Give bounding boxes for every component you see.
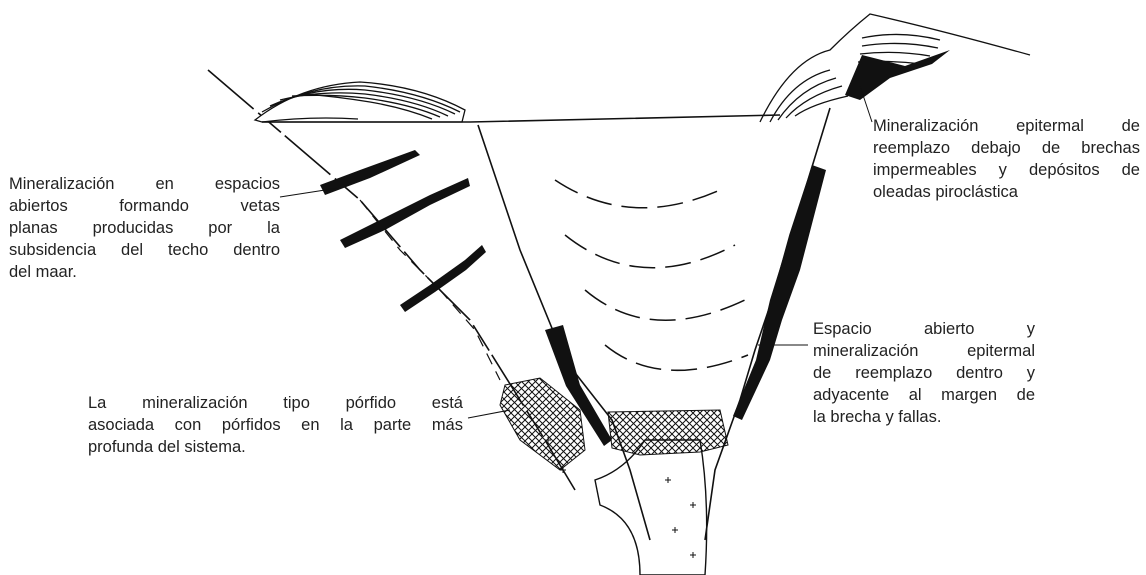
caption-epithermal: Mineralización epitermal de reemplazo de… bbox=[873, 115, 1140, 203]
caption-open-space: Espacio abierto y mineralización epiterm… bbox=[813, 318, 1035, 428]
subsidence-arcs bbox=[555, 180, 748, 370]
caption-porphyry: La mineralización tipo pórfido está asoc… bbox=[88, 392, 463, 458]
caption-line: mineralización epitermal bbox=[813, 340, 1035, 362]
caption-line: Espacio abierto y bbox=[813, 318, 1035, 340]
porphyry-stock bbox=[595, 440, 707, 575]
caption-line: subsidencia del techo dentro bbox=[9, 239, 280, 261]
caption-line: asociada con pórfidos en la parte más bbox=[88, 414, 463, 436]
caption-line: del maar. bbox=[9, 261, 280, 283]
caption-line: de reemplazo dentro y bbox=[813, 362, 1035, 384]
caption-line: profunda del sistema. bbox=[88, 436, 463, 458]
caption-line: reemplazo debajo de brechas bbox=[873, 137, 1140, 159]
caption-line: planas producidas por la bbox=[9, 217, 280, 239]
left-rim-tuff-layers bbox=[255, 82, 465, 122]
leader-lines bbox=[280, 86, 872, 418]
caption-line: La mineralización tipo pórfido está bbox=[88, 392, 463, 414]
caption-line: Mineralización epitermal de bbox=[873, 115, 1140, 137]
caption-line: impermeables y depósitos de bbox=[873, 159, 1140, 181]
caption-line: Mineralización en espacios bbox=[9, 173, 280, 195]
right-rim-ore-lens bbox=[845, 50, 950, 100]
flat-veins bbox=[320, 150, 486, 312]
caption-line: abiertos formando vetas bbox=[9, 195, 280, 217]
caption-line: la brecha y fallas. bbox=[813, 406, 1035, 428]
porphyry-zone-center bbox=[608, 410, 728, 455]
caption-line: adyacente al margen de bbox=[813, 384, 1035, 406]
caption-flat-veins: Mineralización en espacios abiertos form… bbox=[9, 173, 280, 283]
caption-line: oleadas piroclástica bbox=[873, 181, 1140, 203]
